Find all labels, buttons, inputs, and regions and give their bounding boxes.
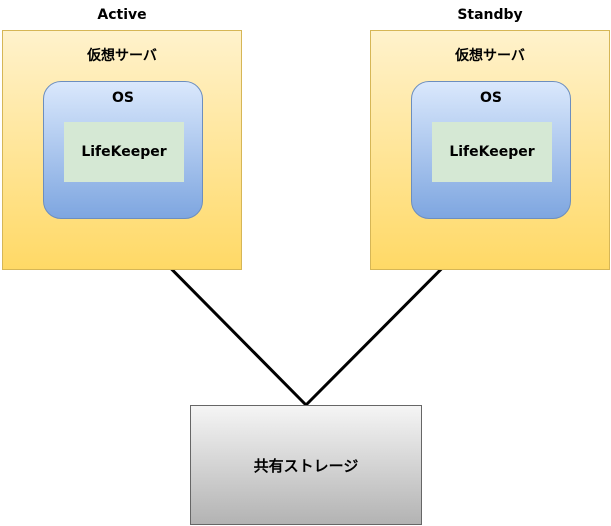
active-os-label: OS xyxy=(112,90,134,106)
standby-lifekeeper-box[interactable]: LifeKeeper xyxy=(432,122,552,182)
standby-os-label: OS xyxy=(480,90,502,106)
shared-storage-label: 共有ストレージ xyxy=(253,456,359,475)
standby-role-label: Standby xyxy=(457,7,523,23)
active-lifekeeper-label: LifeKeeper xyxy=(81,144,167,160)
active-os-box[interactable]: OS LifeKeeper xyxy=(43,81,203,219)
standby-virtual-server[interactable]: 仮想サーバ OS LifeKeeper xyxy=(370,30,610,270)
standby-os-box[interactable]: OS LifeKeeper xyxy=(411,81,571,219)
active-lifekeeper-box[interactable]: LifeKeeper xyxy=(64,122,184,182)
active-role-label: Active xyxy=(97,7,147,23)
shared-storage-box[interactable]: 共有ストレージ xyxy=(190,405,422,525)
standby-vm-label: 仮想サーバ xyxy=(455,48,525,64)
active-vm-label: 仮想サーバ xyxy=(87,48,157,64)
standby-lifekeeper-label: LifeKeeper xyxy=(449,144,535,160)
active-virtual-server[interactable]: 仮想サーバ OS LifeKeeper xyxy=(2,30,242,270)
